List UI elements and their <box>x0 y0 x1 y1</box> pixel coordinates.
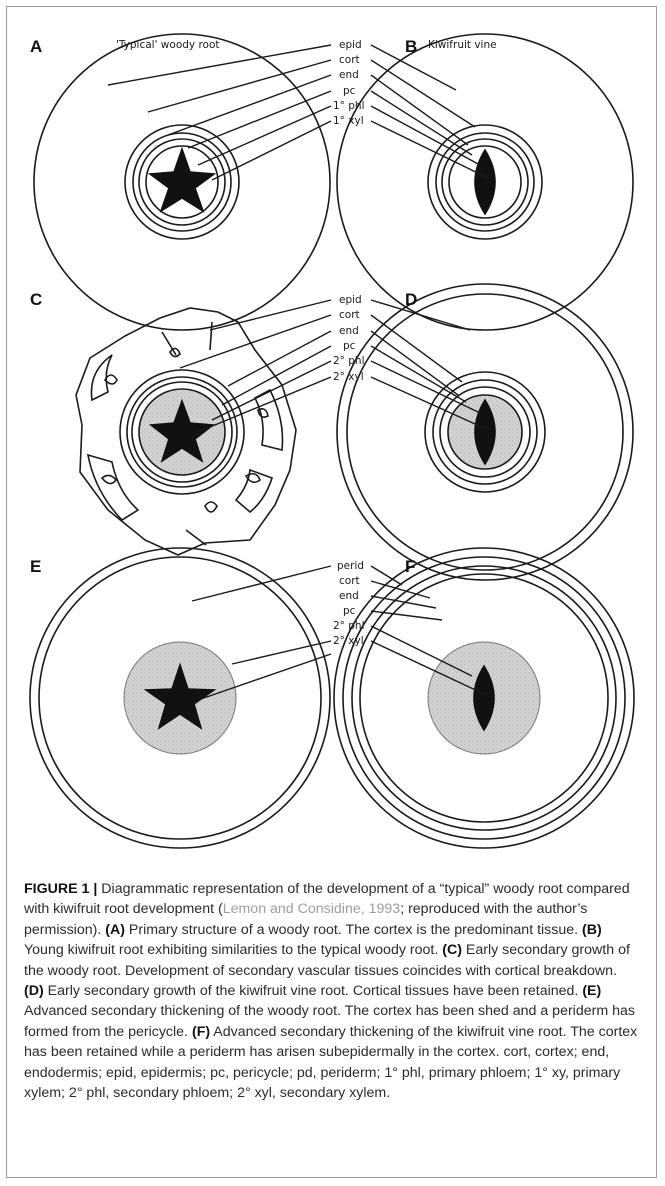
caption-text-b: Young kiwifruit root exhibiting similari… <box>24 942 438 958</box>
panel-f-root-section <box>334 548 634 848</box>
panel-b-title: Kiwifruit vine <box>428 39 497 51</box>
panel-letter-a: A <box>30 37 42 56</box>
label-c-phl: 2° phl <box>333 355 365 367</box>
caption-tag-e: (E) <box>582 983 601 999</box>
panel-d-root-section <box>337 284 633 580</box>
panel-b-leader-lines <box>371 45 488 178</box>
figure-label: FIGURE 1 | <box>24 881 97 897</box>
primary-xylem-lens <box>475 150 495 214</box>
label-a-cort: cort <box>339 54 360 66</box>
label-e-end: end <box>339 590 359 602</box>
root-development-diagram: A B C D E F 'Typical' woody root Kiwifru… <box>0 0 665 875</box>
caption-tag-a: (A) <box>105 922 125 938</box>
panel-c-root-section <box>76 308 296 555</box>
panel-letter-e: E <box>30 557 41 576</box>
label-e-cort: cort <box>339 575 360 587</box>
primary-xylem-star <box>150 149 214 211</box>
label-e-pc: pc <box>343 605 356 617</box>
label-e-perid: perid <box>337 560 364 572</box>
panel-e-root-section <box>30 548 330 848</box>
panel-a-title: 'Typical' woody root <box>116 39 220 51</box>
panel-letter-b: B <box>405 37 417 56</box>
caption-tag-c: (C) <box>442 942 462 958</box>
label-a-xyl: 1° xyl <box>333 115 364 127</box>
label-a-pc: pc <box>343 85 356 97</box>
label-c-epid: epid <box>339 294 362 306</box>
caption-text-a: Primary structure of a woody root. The c… <box>129 922 578 938</box>
label-a-epid: epid <box>339 39 362 51</box>
label-e-xyl: 2° xyl <box>333 635 364 647</box>
caption-tag-b: (B) <box>582 922 602 938</box>
caption-tag-d: (D) <box>24 983 44 999</box>
label-e-phl: 2° phl <box>333 620 365 632</box>
figure-caption: FIGURE 1 | Diagrammatic representation o… <box>24 879 638 1103</box>
caption-text-d: Early secondary growth of the kiwifruit … <box>48 983 579 999</box>
panel-letter-d: D <box>405 290 417 309</box>
label-c-end: end <box>339 325 359 337</box>
panel-letter-f: F <box>405 557 415 576</box>
label-c-xyl: 2° xyl <box>333 371 364 383</box>
label-c-cort: cort <box>339 309 360 321</box>
label-a-phl: 1° phl <box>333 100 365 112</box>
citation-link[interactable]: Lemon and Considine, 1993 <box>223 901 400 917</box>
panel-a-root-section <box>34 34 330 330</box>
label-c-pc: pc <box>343 340 356 352</box>
panel-c-tissue-labels: epid cort end pc 2° phl 2° xyl <box>333 294 365 383</box>
panel-b-root-section <box>337 34 633 330</box>
panel-a-tissue-labels: epid cort end pc 1° phl 1° xyl <box>333 39 365 127</box>
caption-tag-f: (F) <box>192 1024 210 1040</box>
label-a-end: end <box>339 69 359 81</box>
panel-letter-c: C <box>30 290 42 309</box>
